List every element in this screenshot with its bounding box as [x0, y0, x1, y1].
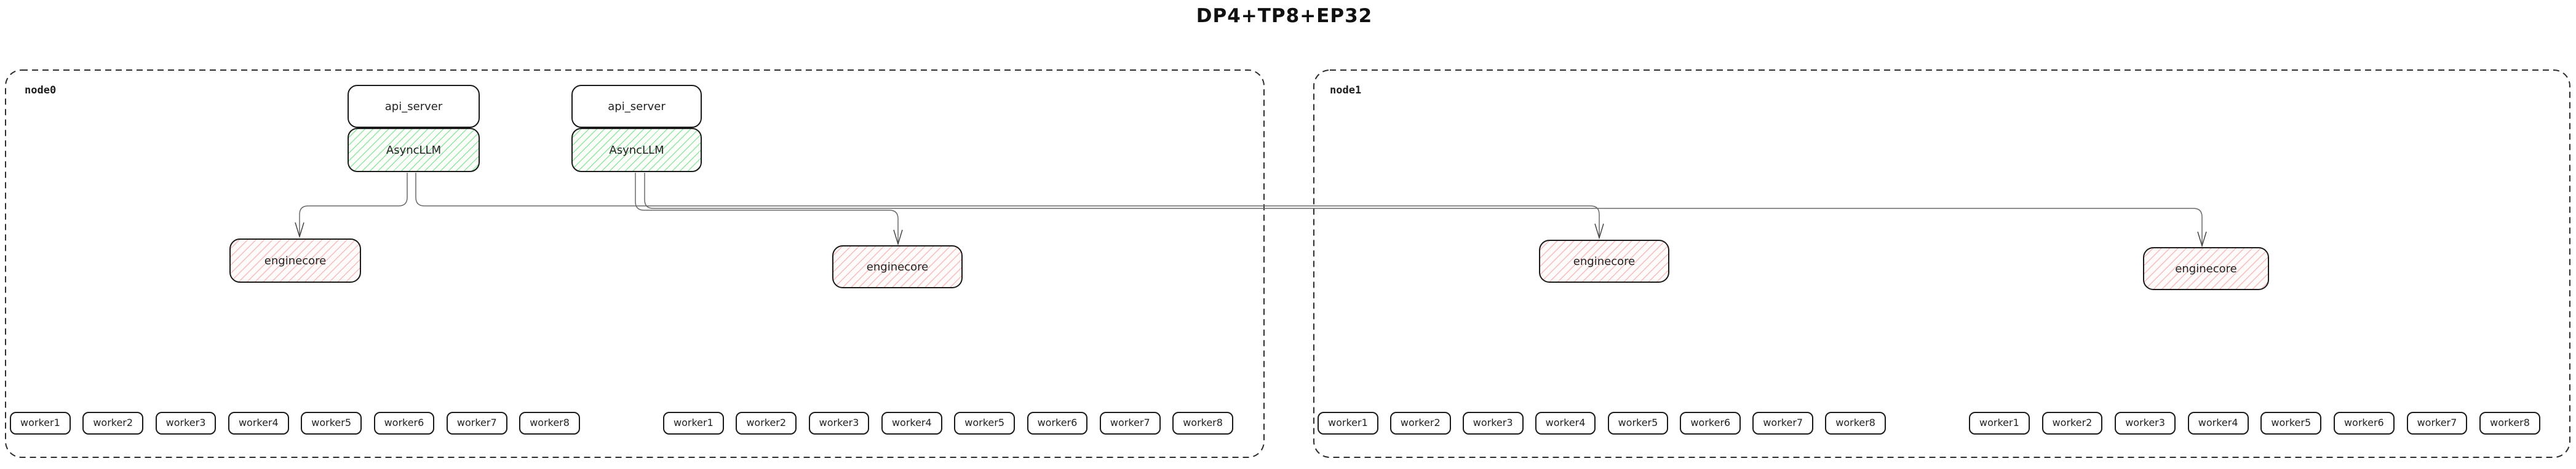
edge-asyncllm1-enginecore1	[299, 173, 408, 235]
worker-box: worker1	[1318, 412, 1378, 435]
worker-box: worker8	[1825, 412, 1886, 435]
worker-group-node0-2: worker1 worker2 worker3 worker4 worker5 worke…	[663, 412, 1233, 435]
worker-group-node0-1: worker1 worker2 worker3 worker4 worker5 worke…	[10, 412, 580, 435]
worker-box: worker3	[155, 412, 217, 435]
worker-box: worker5	[2260, 412, 2322, 435]
worker-box: worker3	[1462, 412, 1524, 435]
worker-box: worker1	[663, 412, 724, 435]
diagram-title: DP4+TP8+EP32	[1196, 5, 1373, 27]
api-server-box-2: api_server	[571, 85, 702, 128]
asyncllm-box-2: AsyncLLM	[571, 128, 702, 172]
edge-asyncllm2-enginecore2	[635, 173, 899, 242]
worker-box: worker2	[82, 412, 144, 435]
enginecore-box-2: enginecore	[832, 245, 963, 288]
enginecore-box-4: enginecore	[2143, 247, 2269, 290]
worker-box: worker7	[1752, 412, 1814, 435]
node0-label: node0	[25, 84, 57, 97]
node1-container	[1313, 69, 2570, 458]
worker-box: worker7	[2406, 412, 2468, 435]
worker-box: worker2	[736, 412, 797, 435]
worker-box: worker5	[1607, 412, 1669, 435]
edge-asyncllm1-enginecore3	[415, 173, 1600, 236]
api-server-box-1: api_server	[348, 85, 480, 128]
worker-box: worker8	[1172, 412, 1233, 435]
worker-box: worker8	[519, 412, 580, 435]
node1-label: node1	[1330, 84, 1362, 97]
arrowhead-enginecore1	[295, 222, 304, 238]
worker-box: worker6	[1027, 412, 1088, 435]
worker-group-node1-1: worker1 worker2 worker3 worker4 worker5 worke…	[1318, 412, 1886, 435]
arrowhead-enginecore3	[1594, 223, 1604, 240]
asyncllm-box-1: AsyncLLM	[348, 128, 480, 172]
worker-box: worker5	[301, 412, 362, 435]
worker-box: worker7	[446, 412, 507, 435]
worker-box: worker4	[1535, 412, 1596, 435]
edge-asyncllm2-enginecore4	[644, 173, 2203, 244]
worker-box: worker7	[1099, 412, 1161, 435]
worker-group-node1-2: worker1 worker2 worker3 worker4 worker5 worke…	[1969, 412, 2540, 435]
enginecore-box-1: enginecore	[229, 238, 361, 283]
worker-box: worker5	[954, 412, 1015, 435]
worker-box: worker2	[2041, 412, 2103, 435]
worker-box: worker6	[2333, 412, 2395, 435]
worker-box: worker4	[228, 412, 289, 435]
worker-box: worker6	[1680, 412, 1741, 435]
worker-box: worker1	[1969, 412, 2030, 435]
worker-box: worker4	[2187, 412, 2249, 435]
worker-box: worker8	[2479, 412, 2540, 435]
arrowhead-enginecore2	[893, 229, 903, 246]
arrowhead-enginecore4	[2197, 231, 2207, 248]
worker-box: worker3	[2115, 412, 2176, 435]
worker-box: worker6	[373, 412, 435, 435]
worker-box: worker3	[808, 412, 870, 435]
enginecore-box-3: enginecore	[1539, 240, 1669, 283]
worker-box: worker4	[881, 412, 942, 435]
worker-box: worker1	[10, 412, 71, 435]
worker-box: worker2	[1389, 412, 1451, 435]
